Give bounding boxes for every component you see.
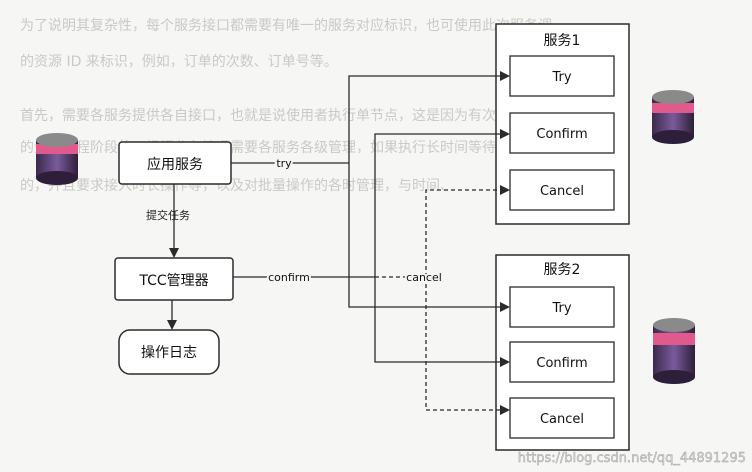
bg-line-3: 首先，需要各服务提供各自接口，也就是说使用者执行单节点，这是因为有次调用者	[20, 107, 538, 124]
app-service-label: 应用服务	[147, 156, 203, 173]
service2-try-label: Try	[551, 301, 571, 316]
service1-container: 服务1 Try Confirm Cancel	[495, 23, 630, 225]
service1-title: 服务1	[544, 33, 581, 49]
watermark-text: https://blog.csdn.net/qq_44891295	[518, 451, 746, 466]
confirm-label: confirm	[268, 271, 310, 284]
cancel-label: cancel	[406, 271, 442, 284]
cancel-arrows	[375, 185, 510, 415]
app-service-node: 应用服务	[118, 141, 232, 185]
service1-confirm-box	[509, 112, 615, 154]
service1-try-label: Try	[551, 70, 571, 85]
try-arrows	[231, 71, 510, 312]
op-log-node: 操作日志	[118, 329, 220, 375]
service2-confirm-label: Confirm	[536, 356, 587, 371]
service1-cancel-label: Cancel	[540, 184, 584, 199]
database-icon-service2	[653, 318, 695, 384]
service2-cancel-box	[509, 397, 615, 439]
op-log-label: 操作日志	[141, 345, 197, 361]
bg-line-5: 的，并且要求接入时长操作等，以及对批量操作的各时管理，与时间、	[20, 177, 454, 194]
service2-try-box	[509, 286, 615, 328]
submit-task-label: 提交任务	[146, 208, 190, 222]
service2-confirm-box	[509, 341, 615, 383]
try-label: try	[276, 157, 292, 170]
service1-cancel-box	[509, 169, 615, 211]
service2-container: 服务2 Try Confirm Cancel	[495, 254, 630, 451]
tcc-manager-node: TCC管理器	[114, 257, 234, 301]
service2-title: 服务2	[544, 262, 581, 278]
database-icon-service1	[652, 90, 694, 144]
service2-cancel-label: Cancel	[540, 412, 584, 427]
database-icon-left	[36, 133, 78, 185]
service1-confirm-label: Confirm	[536, 127, 587, 142]
tcc-manager-label: TCC管理器	[138, 273, 208, 289]
bg-line-1: 为了说明其复杂性，每个服务接口都需要有唯一的服务对应标识，也可使用此次服务调	[20, 17, 552, 34]
confirm-arrows	[233, 129, 510, 367]
bg-line-2: 的资源 ID 来标识，例如，订单的次数、订单号等。	[20, 53, 338, 70]
service1-try-box	[509, 55, 615, 97]
